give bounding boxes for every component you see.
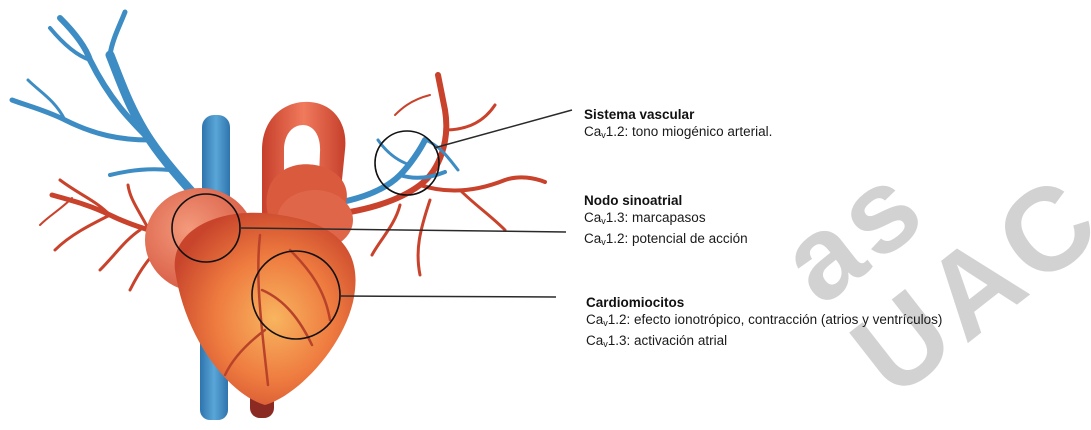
- annotation-line: Cav1.2: tono miogénico arterial.: [584, 123, 772, 144]
- annotation-title: Nodo sinoatrial: [584, 192, 748, 209]
- annotation-line: Cav1.2: efecto ionotrópico, contracción …: [586, 311, 942, 332]
- annotation-sinoatrial: Nodo sinoatrial Cav1.3: marcapasos Cav1.…: [584, 192, 748, 251]
- annotation-line: Cav1.2: potencial de acción: [584, 230, 748, 251]
- cardio-leader: [340, 296, 556, 297]
- annotation-title: Cardiomiocitos: [586, 294, 942, 311]
- annotation-line: Cav1.3: marcapasos: [584, 209, 748, 230]
- annotation-title: Sistema vascular: [584, 106, 772, 123]
- annotation-line: Cav1.3: activación atrial: [586, 332, 942, 353]
- annotation-vascular: Sistema vascular Cav1.2: tono miogénico …: [584, 106, 772, 144]
- annotation-cardiomiocitos: Cardiomiocitos Cav1.2: efecto ionotrópic…: [586, 294, 942, 353]
